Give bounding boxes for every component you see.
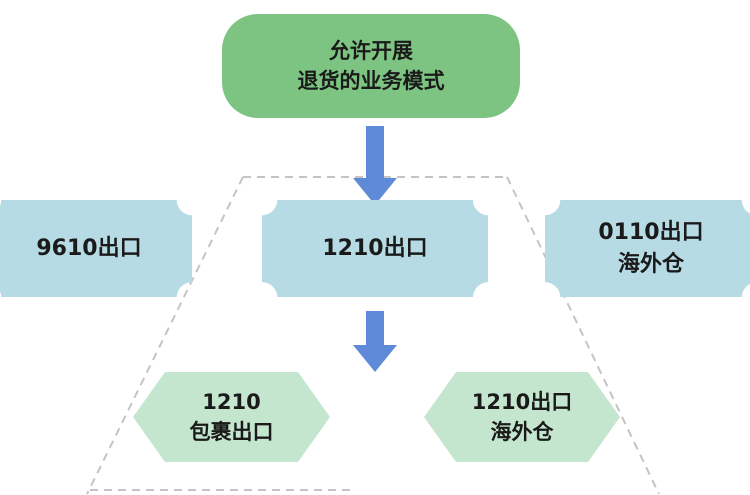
node-label-line: 1210出口 — [471, 389, 573, 414]
node-label-line: 允许开展 — [329, 38, 413, 63]
node-label-line: 1210 — [202, 389, 261, 414]
node-0110-export-overseas-warehouse: 0110出口 海外仓 — [545, 200, 750, 297]
node-label-line: 退货的业务模式 — [297, 69, 445, 93]
down-arrow-icon — [353, 126, 397, 205]
node-label-line: 海外仓 — [617, 251, 684, 277]
node-1210-export-overseas-warehouse: 1210出口 海外仓 — [424, 372, 620, 462]
node-1210-parcel-export: 1210 包裹出口 — [133, 372, 330, 462]
node-9610-export: 9610出口 — [0, 200, 192, 297]
node-label-line: 包裹出口 — [189, 420, 274, 444]
node-return-business-modes: 允许开展 退货的业务模式 — [222, 14, 520, 118]
node-label-line: 9610出口 — [36, 235, 142, 261]
node-label-line: 1210出口 — [322, 235, 428, 261]
down-arrow-icon — [353, 311, 397, 372]
node-1210-export: 1210出口 — [262, 200, 488, 297]
node-label-line: 海外仓 — [490, 420, 554, 444]
node-label-line: 0110出口 — [598, 219, 704, 245]
